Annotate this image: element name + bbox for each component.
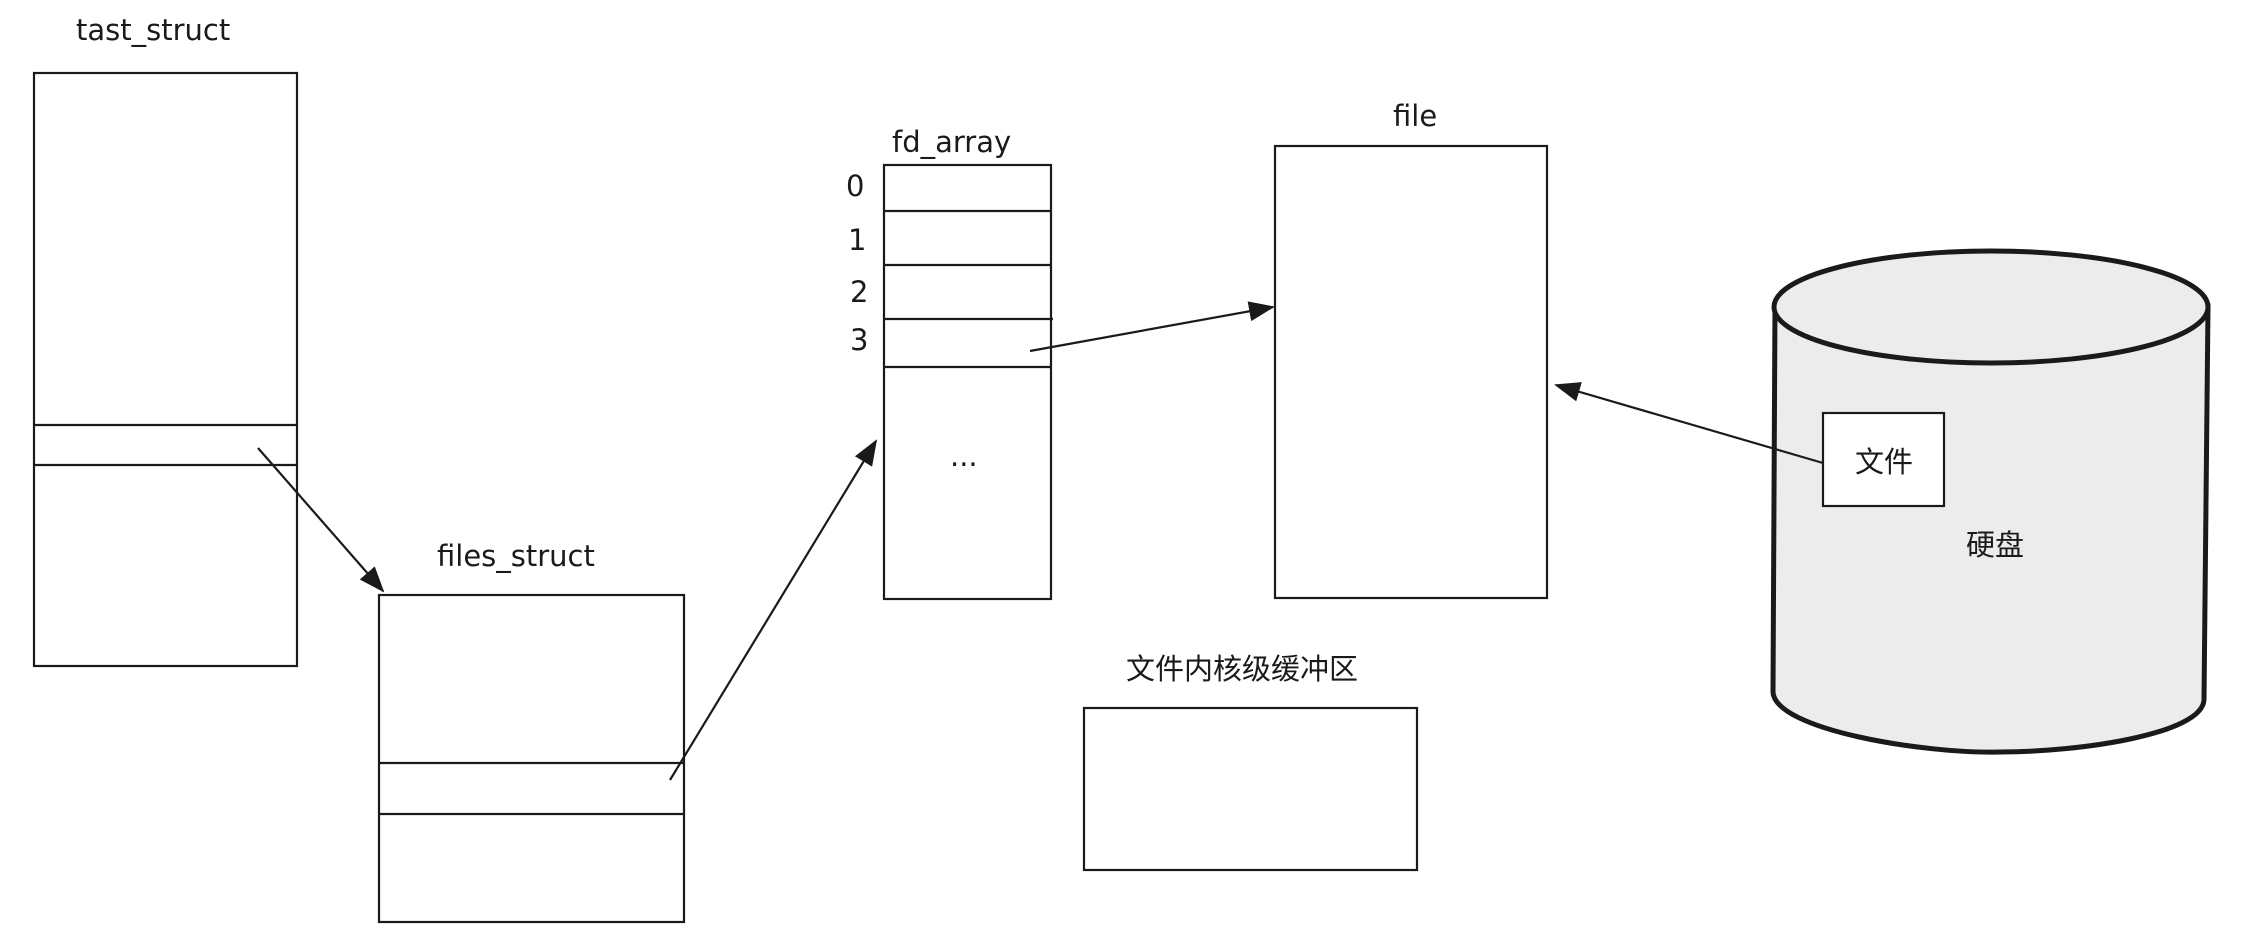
task-struct-box [32, 71, 299, 668]
arrows [257, 301, 1824, 781]
fd-index-2: 2 [850, 275, 868, 309]
arrow-fd3-to-file [1029, 301, 1275, 353]
files-struct-group: files_struct [377, 539, 686, 924]
arrow-disk-file-to-file [1554, 382, 1824, 465]
kernel-buffer-box [1082, 706, 1419, 872]
fd-index-0: 0 [846, 169, 864, 203]
files-struct-box [377, 593, 686, 924]
kernel-buffer-group: 文件内核级缓冲区 [1082, 652, 1419, 872]
disk-cylinder-top [1771, 248, 2211, 366]
task-struct-label: tast_struct [76, 13, 230, 47]
arrow-files-to-fd-array [669, 439, 878, 781]
arrow-task-to-files [257, 447, 385, 593]
file-label: file [1393, 99, 1437, 133]
fd-index-3: 3 [850, 323, 868, 357]
fd-array-ellipsis: ... [950, 439, 978, 473]
disk-group: 文件 硬盘 [1770, 248, 2211, 755]
kernel-buffer-label: 文件内核级缓冲区 [1126, 652, 1358, 686]
fd-index-1: 1 [848, 223, 866, 257]
fd-array-label: fd_array [892, 125, 1011, 159]
disk-file-box [1821, 411, 1946, 508]
disk-label: 硬盘 [1966, 528, 2024, 562]
fd-array-group: fd_array 0 1 2 3 ... [846, 125, 1053, 601]
disk-file-label: 文件 [1855, 445, 1913, 479]
files-struct-label: files_struct [437, 539, 595, 573]
fd-array-box [882, 163, 1053, 601]
file-group: file [1273, 99, 1549, 600]
task-struct-group: tast_struct [32, 13, 299, 668]
file-box [1273, 144, 1549, 600]
